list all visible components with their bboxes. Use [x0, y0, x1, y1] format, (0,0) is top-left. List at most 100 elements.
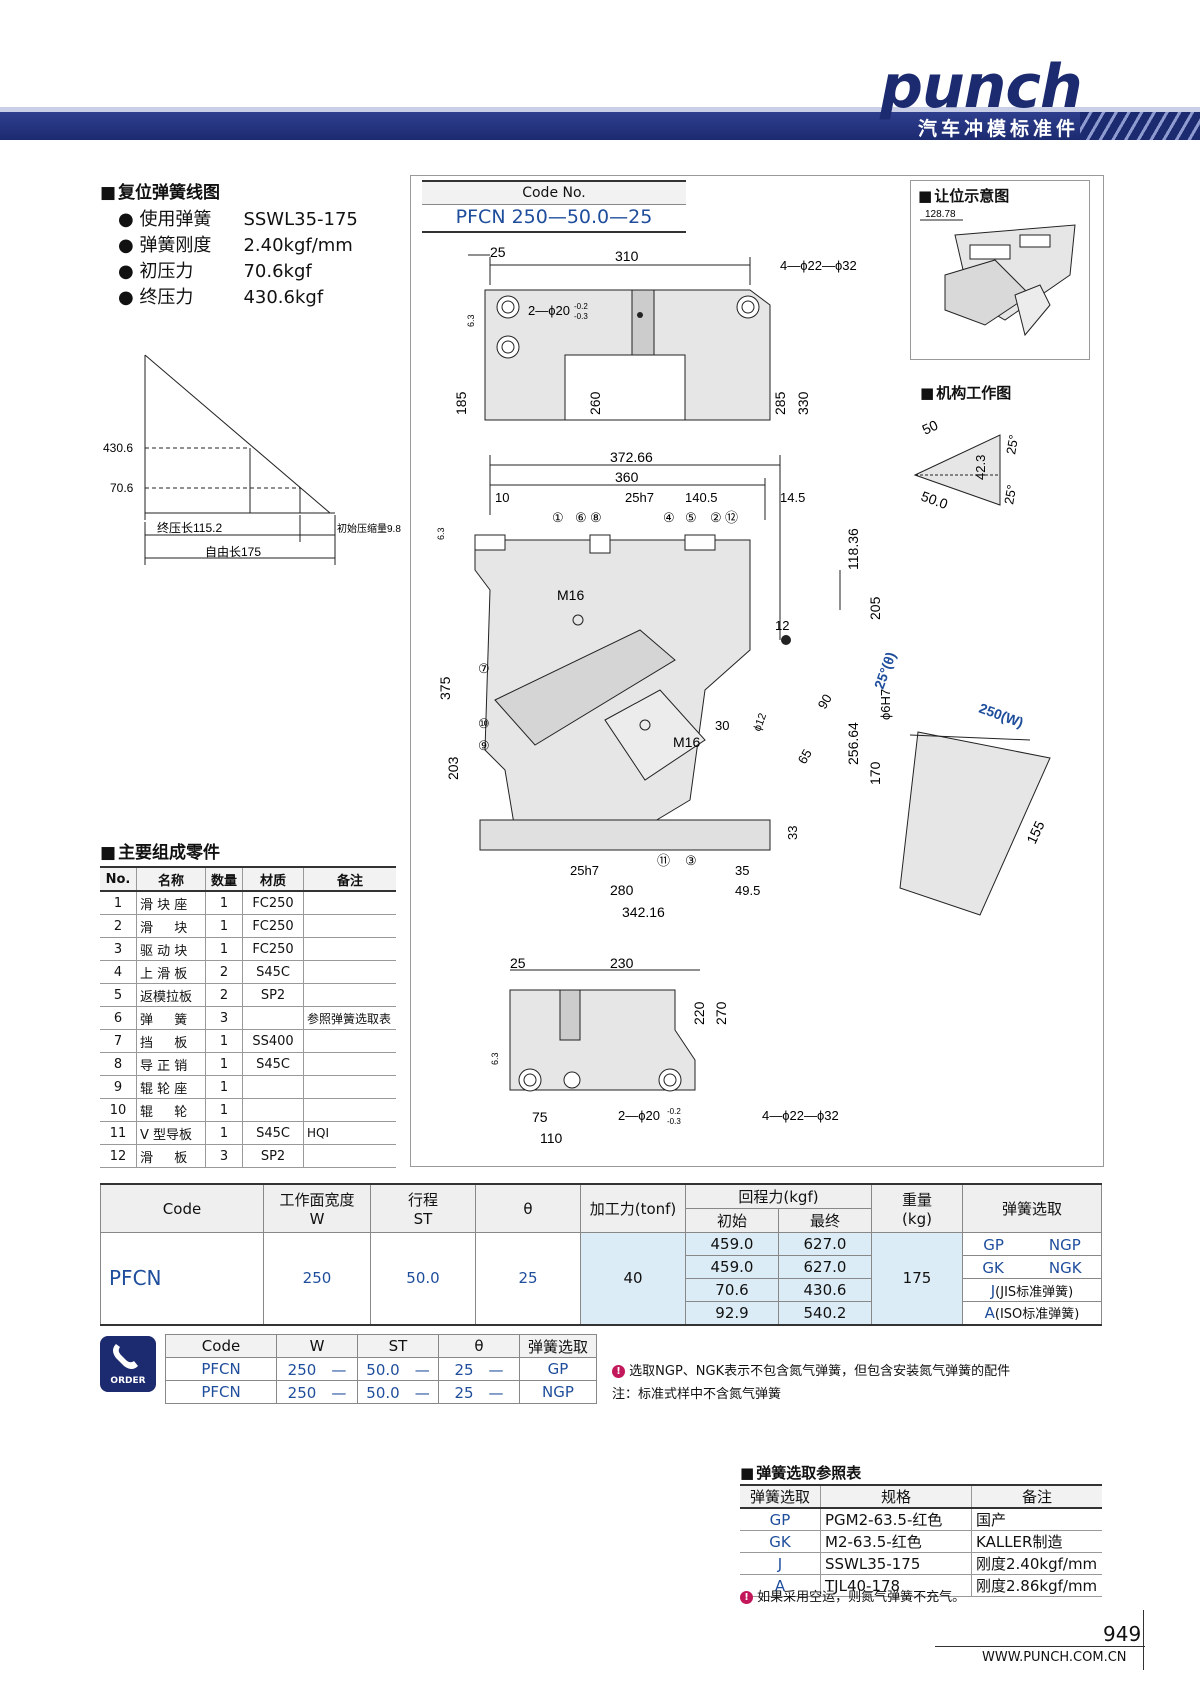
header-light-band — [0, 107, 1200, 113]
main-code: PFCN — [100, 1232, 264, 1325]
parts-cell — [303, 891, 396, 915]
parts-cell: 4 — [100, 960, 137, 984]
parts-cell: 辊 轮 座 — [136, 1075, 206, 1099]
warning-icon: ! — [740, 1591, 753, 1604]
parts-h-qty: 数量 — [205, 866, 243, 892]
front-d30: 30 — [715, 718, 729, 733]
front-m16b: M16 — [673, 734, 700, 750]
bottom-tol-up: -0.2 — [667, 1107, 681, 1116]
parts-cell: 5 — [100, 983, 137, 1007]
parts-cell: S45C — [242, 1052, 304, 1076]
order-h-code: Code — [165, 1334, 277, 1358]
parts-cell — [303, 983, 396, 1007]
work-a2: 25° — [1001, 484, 1019, 506]
order-code: PFCN — [165, 1357, 277, 1381]
front-d37266: 372.66 — [610, 449, 653, 465]
parts-cell: 2 — [205, 960, 243, 984]
main-h-final: 最终 — [778, 1208, 872, 1233]
spring-ref-cell: 国产 — [971, 1508, 1102, 1531]
bottom-d220: 220 — [691, 1001, 707, 1025]
main-init: 459.0 — [685, 1255, 779, 1279]
main-theta: 25 — [475, 1232, 581, 1325]
front-d155: 155 — [1023, 818, 1047, 846]
spring-ref-cell: GK — [740, 1530, 821, 1553]
order-st: 50.0 — — [357, 1380, 439, 1404]
spring-ref-title: 弹簧选取参照表 — [740, 1462, 861, 1483]
code-no-label: Code No. — [422, 180, 686, 205]
front-d33: 33 — [785, 826, 800, 840]
top-d25: 25 — [490, 245, 506, 260]
parts-cell: 9 — [100, 1075, 137, 1099]
y-label-430: 430.6 — [103, 441, 133, 455]
bottom-d230: 230 — [610, 955, 634, 971]
parts-cell: 3 — [205, 1006, 243, 1030]
parts-cell: SP2 — [242, 1144, 304, 1168]
parts-title: 主要组成零件 — [100, 838, 220, 863]
bottom-d270: 270 — [713, 1001, 729, 1025]
phone-icon — [113, 1344, 138, 1369]
work-d1: 50 — [920, 417, 941, 438]
top-d185: 185 — [453, 391, 469, 415]
front-d10: 10 — [495, 490, 509, 505]
main-h-weight: 重量(kg) — [871, 1183, 963, 1233]
callout-2: ② — [710, 510, 722, 525]
main-spring: GK NGK — [962, 1255, 1102, 1279]
punch-logo: punch — [880, 52, 1083, 122]
init-comp-label: 初始压缩量9.8 — [337, 522, 401, 535]
top-tol-dn: -0.3 — [574, 312, 588, 321]
front-d170: 170 — [867, 761, 883, 785]
parts-cell: FC250 — [242, 891, 304, 915]
parts-cell: S45C — [242, 1121, 304, 1145]
parts-cell — [303, 937, 396, 961]
parts-cell: HQI — [303, 1121, 396, 1145]
parts-cell — [303, 1075, 396, 1099]
order-code: PFCN — [165, 1380, 277, 1404]
footer-line — [935, 1646, 1145, 1647]
front-d280: 280 — [610, 882, 634, 898]
top-pins: 2—ϕ20 — [528, 303, 570, 318]
parts-cell: 2 — [100, 914, 137, 938]
front-d34216: 342.16 — [622, 904, 665, 920]
header-subtitle: 汽车冲模标准件 — [918, 118, 1080, 140]
front-d250w: 250(W) — [977, 700, 1026, 731]
ref-h-select: 弹簧选取 — [740, 1484, 821, 1509]
order-theta: 25 — — [438, 1380, 520, 1404]
clearance-box — [910, 180, 1090, 360]
parts-h-mat: 材质 — [242, 866, 304, 892]
callout-3: ③ — [685, 853, 697, 868]
order-table: Code W ST θ 弹簧选取 PFCN 250 — 50.0 — 25 — … — [165, 1334, 597, 1404]
order-h-st: ST — [357, 1334, 439, 1358]
parts-cell: 8 — [100, 1052, 137, 1076]
parts-cell: 3 — [205, 1144, 243, 1168]
main-init: 459.0 — [685, 1232, 779, 1256]
footer-url[interactable]: WWW.PUNCH.COM.CN — [982, 1650, 1127, 1665]
page-number: 949 — [1103, 1622, 1142, 1646]
header-stripes — [1080, 112, 1200, 140]
front-d25h7: 25h7 — [625, 490, 654, 505]
parts-cell: SP2 — [242, 983, 304, 1007]
spring-ref-cell: A — [740, 1574, 821, 1597]
footer-divider — [1143, 1610, 1144, 1670]
parts-cell — [303, 914, 396, 938]
main-init: 70.6 — [685, 1278, 779, 1302]
front-rough: 6.3 — [436, 527, 446, 540]
parts-h-name: 名称 — [136, 866, 206, 892]
main-force: 40 — [580, 1232, 686, 1325]
parts-h-note: 备注 — [303, 866, 396, 892]
callout-1: ① — [552, 510, 564, 525]
parts-cell: 7 — [100, 1029, 137, 1053]
parts-cell: V 型导板 — [136, 1121, 206, 1145]
main-spring: J(JIS标准弹簧) — [962, 1278, 1102, 1302]
